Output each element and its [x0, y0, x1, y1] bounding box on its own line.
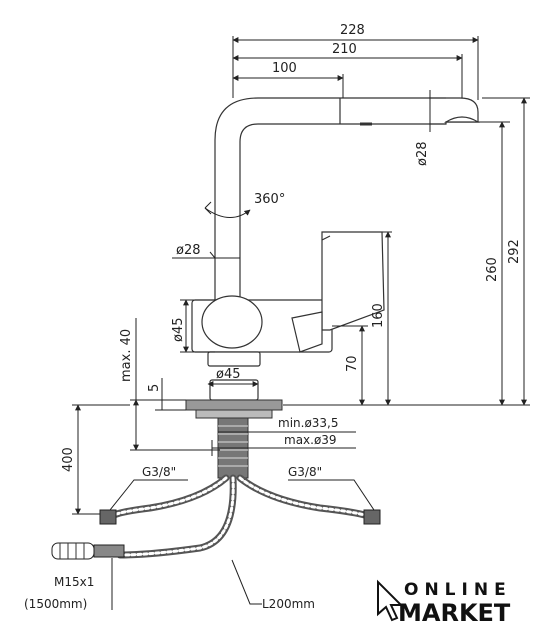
online-market-logo: ONLINE MARKET	[377, 579, 512, 627]
dim-292: 292	[507, 239, 522, 264]
dim-400: 400	[61, 447, 76, 472]
mounting-nut	[195, 409, 273, 419]
logo-line-online: ONLINE	[404, 580, 512, 600]
dim-g38-left: G3/8"	[142, 465, 176, 479]
dim-base-diameter: ø45	[216, 367, 241, 382]
dim-70: 70	[345, 355, 360, 372]
dim-1500: (1500mm)	[24, 597, 87, 611]
dim-160: 160	[371, 303, 386, 328]
faucet-outline	[185, 97, 481, 479]
spout-tip	[443, 116, 481, 123]
dim-5: 5	[147, 384, 162, 392]
supply-hoses	[51, 474, 381, 560]
dim-mixer-diameter: ø45	[171, 318, 186, 343]
dim-m15: M15x1	[54, 575, 94, 589]
dim-spout-diameter: ø28	[415, 142, 430, 167]
spout	[214, 97, 479, 301]
dim-210: 210	[332, 42, 357, 57]
dimension-labels: 228 210 100 ø28 360° ø28 260 292 ø45 160…	[24, 23, 522, 611]
dim-max-hole: max.ø39	[284, 433, 337, 447]
dim-g38-right: G3/8"	[288, 465, 322, 479]
countertop-plate	[185, 399, 283, 411]
dim-260: 260	[485, 257, 500, 282]
dim-rotation: 360°	[254, 192, 285, 207]
dim-max-40: max. 40	[119, 329, 134, 382]
cursor-icon	[377, 579, 404, 622]
dim-100: 100	[272, 61, 297, 76]
base-collar	[207, 351, 261, 367]
dim-body-diameter: ø28	[176, 243, 201, 258]
dim-min-hole: min.ø33,5	[278, 416, 339, 430]
dim-l200: L200mm	[262, 597, 315, 611]
dimension-lines	[72, 36, 530, 610]
logo-line-market: MARKET	[398, 599, 511, 627]
base-flange	[209, 379, 259, 401]
dim-228: 228	[340, 23, 365, 38]
